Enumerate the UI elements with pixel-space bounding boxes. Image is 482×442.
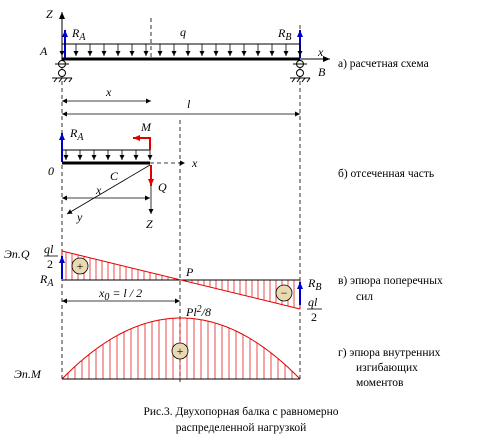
support-b [290,60,311,83]
panel-c-shear-diagram: Эп.Q ql 2 RA + − P RB ql 2 x0 = l / 2 в)… [4,242,443,324]
moment-parabola [61,317,301,380]
plus-sign-shear: + [71,257,89,275]
figure-caption-line1: Рис.3. Двухопорная балка с равномерно [144,406,339,418]
svg-text:+: + [177,344,184,358]
x-axis-label: x [317,45,324,59]
plus-sign-moment: + [171,342,189,360]
distributed-load-arrows [59,44,303,56]
shear-diagram-label: Эп.Q [4,247,30,261]
right-value-numerator: ql [308,295,318,309]
x-axis-label-b: x [191,156,198,170]
svg-text:−: − [281,286,288,300]
centroid-label: C [110,169,119,183]
point-a-label: A [39,44,48,58]
right-value-denominator: 2 [311,310,317,324]
minus-sign-shear: − [275,284,293,302]
y-axis-label-b: y [76,210,83,224]
panel-c-caption-line1: в) эпюра поперечных [338,275,443,287]
panel-a-caption: а) расчетная схема [338,58,429,70]
z-axis-label-b: Z [146,217,153,231]
moment-label: M [140,120,152,134]
point-b-label: B [318,65,326,79]
dimension-l-label: l [187,97,191,111]
moment-arrow [133,135,151,150]
moment-hatching [67,318,300,379]
panel-d-caption-line3: моментов [356,377,404,389]
left-value-numerator: ql [44,242,54,256]
left-reaction-label: RA [39,272,54,289]
left-value-denominator: 2 [47,257,53,271]
shear-label: Q [158,180,167,194]
dimension-x-label-b: x [95,183,102,197]
zero-point-label: P [185,265,194,279]
origin-label: 0 [48,164,54,178]
load-label: q [180,25,186,39]
moment-diagram-label: Эп.М [14,367,42,381]
guide-lines [61,18,301,382]
z-axis-label: Z [46,7,53,21]
reaction-a-label-b: RA [69,126,84,143]
panel-b-caption: б) отсеченная часть [338,168,434,180]
reaction-a-label: RA [71,26,86,43]
panel-a-scheme: Z RA RB q x A B [39,7,429,117]
support-a [52,60,73,83]
panel-d-caption-line1: г) эпюра внутренних [338,347,441,359]
max-moment-label: Pl2/8 [185,304,211,319]
panel-c-caption-line2: сил [356,291,373,303]
section-load-arrows [63,150,153,160]
dimension-x0-label: x0 = l / 2 [98,286,142,303]
shear-line [61,250,301,310]
svg-text:+: + [77,259,84,273]
panel-d-caption-line2: изгибающих [356,362,418,374]
dimension-x-label: x [105,85,112,99]
panel-b-section: RA x 0 M Q Z y C x б) отсеченная часть [48,120,434,231]
right-reaction-label: RB [307,276,321,293]
figure-caption-line2: распределенной нагрузкой [176,422,306,434]
y-axis-b [66,164,151,215]
panel-d-moment-diagram: Эп.М Pl2/8 + г) эпюра внутренних изгибаю… [14,304,441,389]
reaction-b-label: RB [277,26,291,43]
